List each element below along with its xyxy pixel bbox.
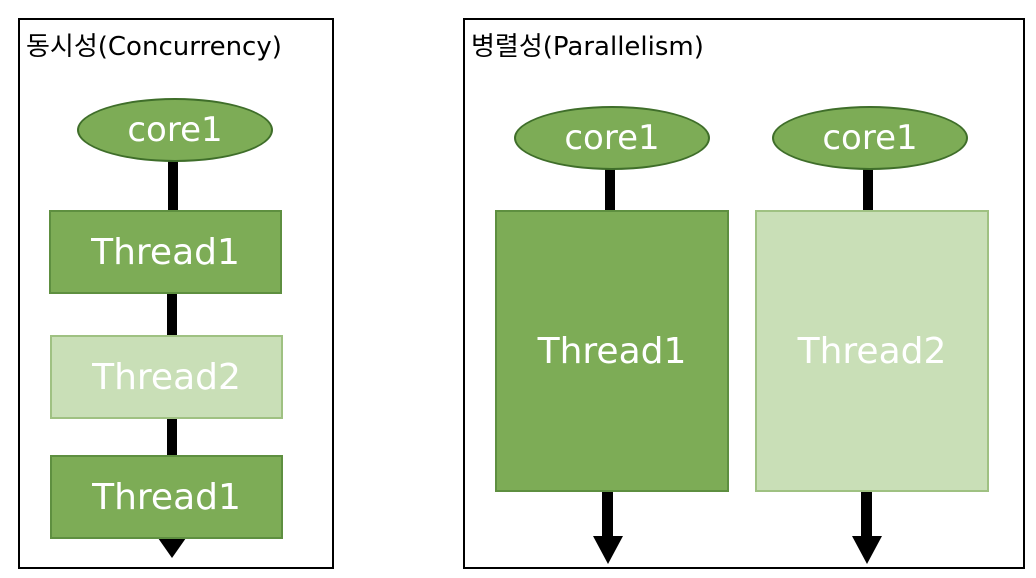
concurrency-thread-1-label: Thread1 (91, 231, 240, 273)
parallelism-core-1-label: core1 (564, 118, 660, 158)
parallelism-arrowhead-2 (852, 536, 882, 564)
parallelism-wire-thread1-out (602, 490, 613, 538)
parallelism-title: 병렬성(Parallelism) (471, 32, 704, 62)
concurrency-title: 동시성(Concurrency) (26, 32, 282, 62)
parallelism-wire-core2-thread2 (863, 166, 873, 212)
concurrency-thread-3-label: Thread1 (92, 476, 241, 518)
concurrency-wire-thread2-thread3 (167, 417, 177, 457)
concurrency-wire-core-thread1 (168, 160, 178, 212)
concurrency-thread-2: Thread2 (50, 335, 283, 419)
parallelism-arrowhead-1 (593, 536, 623, 564)
concurrency-thread-3: Thread1 (50, 455, 283, 539)
parallelism-core-2: core1 (772, 106, 968, 170)
concurrency-core1-label: core1 (127, 110, 223, 150)
concurrency-arrowhead (158, 538, 186, 558)
parallelism-thread-2: Thread2 (755, 210, 989, 492)
parallelism-thread-1-label: Thread1 (537, 330, 687, 372)
concurrency-core1: core1 (77, 98, 273, 162)
parallelism-wire-thread2-out (861, 490, 872, 538)
parallelism-wire-core1-thread1 (605, 166, 615, 212)
parallelism-thread-2-label: Thread2 (797, 330, 947, 372)
concurrency-thread-2-label: Thread2 (92, 356, 241, 398)
concurrency-thread-1: Thread1 (49, 210, 282, 294)
concurrency-wire-thread1-thread2 (167, 292, 177, 337)
parallelism-core-2-label: core1 (822, 118, 918, 158)
parallelism-thread-1: Thread1 (495, 210, 729, 492)
parallelism-core-1: core1 (514, 106, 710, 170)
